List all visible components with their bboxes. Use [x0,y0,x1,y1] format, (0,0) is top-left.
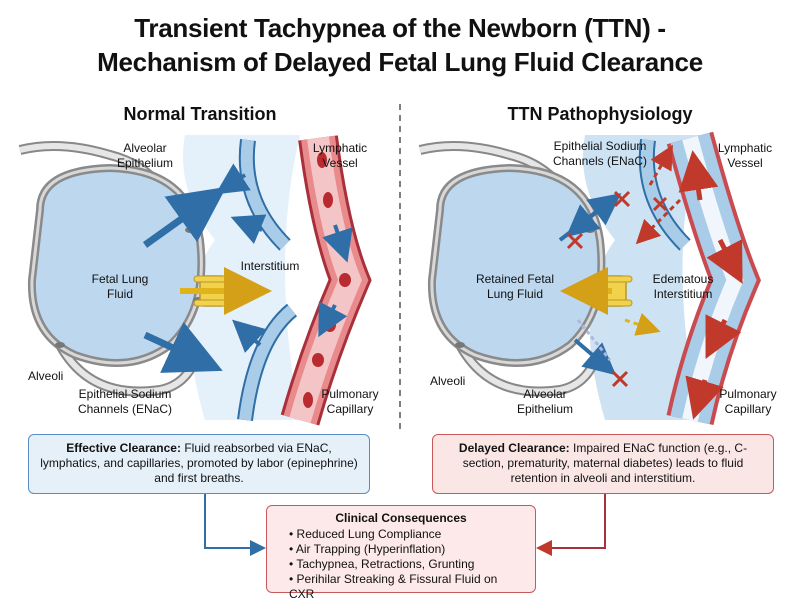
effective-clearance-text: Fluid reabsorbed via ENaC, lymphatics, a… [40,441,358,485]
enac-channel-right [560,267,633,315]
svg-text:Fluid: Fluid [107,287,133,301]
clinical-consequences-box: Clinical Consequences Reduced Lung Compl… [266,505,536,601]
consequence-item: Tachypnea, Retractions, Grunting [289,557,525,572]
delayed-clearance-box: Delayed Clearance: Impaired ENaC functio… [432,434,774,494]
enac-channel-left [180,267,272,315]
label-alveoli-ttn: Alveoli [430,374,465,388]
effective-clearance-box: Effective Clearance: Fluid reabsorbed vi… [28,434,370,494]
ttn-pathophysiology-heading: TTN Pathophysiology [507,104,693,124]
label-lymphatic-vessel-ttn: Lymphatic [718,141,772,155]
svg-text:Channels (ENaC): Channels (ENaC) [78,402,172,416]
label-alveolar-epithelium: Alveolar [123,141,166,155]
clinical-consequences-title: Clinical Consequences [335,511,467,525]
svg-text:Capillary: Capillary [327,402,374,416]
connector-right [536,494,606,556]
label-enac: Epithelial Sodium [79,387,172,401]
normal-transition-heading: Normal Transition [123,104,277,124]
alveolus-flooded [427,163,606,367]
left-labels: Alveolar Epithelium Lymphatic Vessel Fet… [28,141,379,416]
connector-left [204,494,266,556]
alveolus [27,163,206,367]
svg-text:Vessel: Vessel [322,156,357,170]
consequence-item: Perihilar Streaking & Fissural Fluid on … [289,572,525,602]
reabsorption-arrow [142,186,227,248]
label-retained-fluid: Retained Fetal [476,272,554,286]
effective-clearance-title: Effective Clearance: [66,441,181,455]
svg-text:Epithelium: Epithelium [517,402,573,416]
svg-text:Capillary: Capillary [725,402,772,416]
left-panel [18,135,372,426]
svg-text:Interstitium: Interstitium [654,287,713,301]
label-alveoli: Alveoli [28,369,63,383]
svg-text:Epithelium: Epithelium [117,156,173,170]
label-alveolar-epithelium-ttn: Alveolar [523,387,566,401]
right-panel [418,131,761,426]
title-line-2: Mechanism of Delayed Fetal Lung Fluid Cl… [97,47,703,77]
delayed-clearance-title: Delayed Clearance: [458,441,570,455]
svg-text:Channels (ENaC): Channels (ENaC) [553,154,647,168]
label-pulmonary-capillary: Pulmonary [321,387,378,401]
delayed-clearance-text: Impaired ENaC function (e.g., C-section,… [462,441,748,485]
consequence-item: Reduced Lung Compliance [289,527,525,542]
consequence-item: Air Trapping (Hyperinflation) [289,542,525,557]
label-interstitium: Interstitium [241,259,300,273]
svg-text:Lung Fluid: Lung Fluid [487,287,543,301]
label-pulmonary-capillary-ttn: Pulmonary [719,387,776,401]
label-fetal-lung-fluid: Fetal Lung [92,272,149,286]
svg-text:Vessel: Vessel [727,156,762,170]
blocked-x-marks [566,190,668,388]
title-line-1: Transient Tachypnea of the Newborn (TTN)… [134,13,666,43]
label-edematous-interstitium: Edematous [653,272,714,286]
label-enac-ttn: Epithelial Sodium [554,139,647,153]
clinical-consequences-list: Reduced Lung Compliance Air Trapping (Hy… [277,527,525,602]
label-lymphatic-vessel: Lymphatic [313,141,367,155]
reabsorption-arrow [143,321,223,373]
epithelial-cell [55,342,65,348]
epithelial-cell [185,227,195,233]
right-labels: Epithelial Sodium Channels (ENaC) Lympha… [430,139,777,416]
